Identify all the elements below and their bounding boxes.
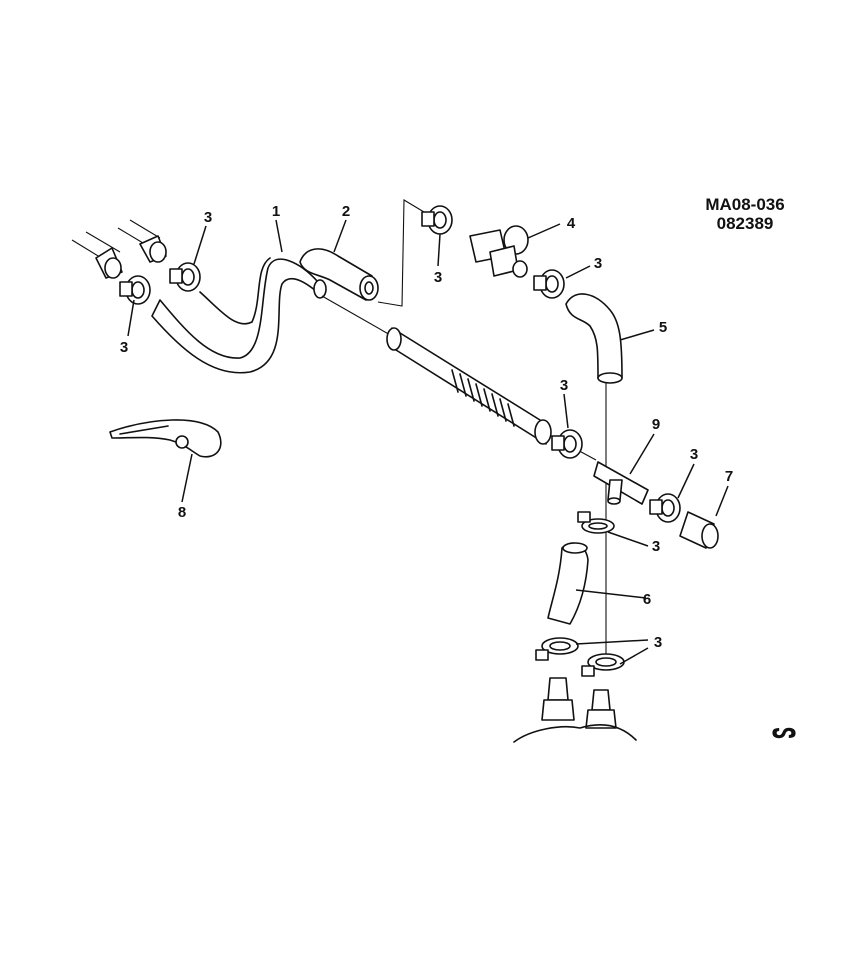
figure-code: MA08-036 [705, 195, 785, 214]
leader-lines [127, 219, 729, 665]
callout-8: 8 [178, 504, 186, 521]
callout-9: 9 [652, 416, 660, 433]
callout-3-h: 3 [654, 634, 662, 651]
callout-5: 5 [659, 319, 667, 336]
main-corrugated-hose [386, 327, 552, 445]
callout-1: 1 [272, 203, 280, 220]
callout-3-f: 3 [690, 446, 698, 463]
hose-clamp-right-lower [649, 493, 681, 523]
callout-3-d: 3 [594, 255, 602, 272]
date-code: 082389 [716, 214, 774, 233]
hose-strap-8 [109, 419, 222, 458]
hose-clamp-bottom-left [535, 637, 579, 661]
callout-3-e: 3 [560, 377, 568, 394]
callout-labels: 1 2 3 3 3 4 3 5 3 9 3 7 3 6 3 8 [120, 203, 733, 651]
callout-3-c: 3 [434, 269, 442, 286]
hose-7-cap [679, 511, 719, 549]
callout-6: 6 [643, 591, 651, 608]
engine-nipples [513, 677, 637, 743]
hose-clamp-bottom-right [581, 653, 625, 677]
hose-clamp-mid [551, 429, 583, 459]
callout-4: 4 [567, 215, 576, 232]
hose-clamp-left-lower [119, 275, 151, 305]
callout-3-b: 3 [120, 339, 128, 356]
vacuum-connector-4 [469, 225, 529, 278]
tee-fitting-9 [593, 461, 649, 505]
callout-3-a: 3 [204, 209, 212, 226]
hose-clamp-lower [577, 511, 615, 534]
hose-clamp-right-upper [533, 269, 565, 299]
brand-mark-icon: ᔕ [772, 719, 797, 744]
hose-clamp-left-upper [169, 262, 201, 292]
hose-2 [299, 248, 379, 301]
callout-3-g: 3 [652, 538, 660, 555]
incoming-hose-stubs [71, 219, 167, 279]
hose-clamp-top [421, 205, 453, 235]
callout-2: 2 [342, 203, 350, 220]
callout-7: 7 [725, 468, 733, 485]
hose-6 [547, 542, 589, 625]
hose-5-elbow [565, 293, 623, 384]
hose-1-bent [151, 257, 327, 374]
